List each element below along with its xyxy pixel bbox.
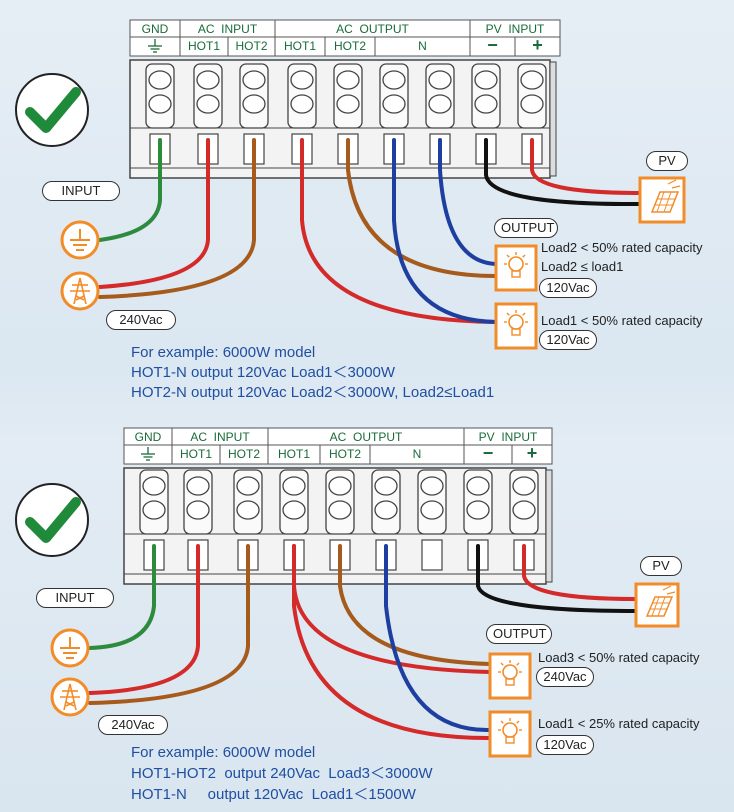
load-b-voltage: 120Vac <box>536 735 594 755</box>
wires <box>98 138 642 324</box>
transmission-tower-icon <box>50 677 90 717</box>
header-n: N <box>412 447 422 461</box>
example-line-3: HOT1-N output 120Vac Load1＜1500W <box>131 786 416 803</box>
header-ac-output: AC OUTPUT <box>336 22 409 36</box>
header-in-hot2: HOT2 <box>235 39 268 53</box>
load-a-voltage: 120Vac <box>539 278 597 298</box>
header-gnd: GND <box>141 22 169 36</box>
header-out-hot1: HOT1 <box>277 447 310 461</box>
voltage-label: 240Vac <box>98 715 168 735</box>
bulb-icon <box>494 244 538 292</box>
header-out-hot1: HOT1 <box>283 39 316 53</box>
load-a-line2: Load2 ≤ load1 <box>541 259 624 274</box>
terminal-header <box>123 427 553 465</box>
input-label: INPUT <box>36 588 114 608</box>
output-label: OUTPUT <box>494 218 558 238</box>
example-line-1: For example: 6000W model <box>131 744 316 761</box>
header-ac-input: AC INPUT <box>190 430 250 444</box>
check-icon <box>15 483 89 557</box>
terminal-block <box>123 467 553 585</box>
header-in-hot2: HOT2 <box>227 447 260 461</box>
diagram-1-graphics <box>15 19 686 350</box>
header-n: N <box>418 39 427 53</box>
header-in-hot1: HOT1 <box>179 447 212 461</box>
bulb-icon <box>488 652 532 700</box>
terminal-header <box>129 19 561 57</box>
bulb-icon <box>488 710 532 758</box>
output-label: OUTPUT <box>486 624 552 644</box>
load-a-line1: Load3 < 50% rated capacity <box>538 650 700 665</box>
header-in-hot1: HOT1 <box>187 39 220 53</box>
header-ground-icon <box>141 447 155 461</box>
example-line-2: HOT1-HOT2 output 240Vac Load3＜3000W <box>131 765 433 782</box>
diagram-2-graphics <box>15 427 680 758</box>
check-icon <box>15 73 89 147</box>
ground-icon <box>50 628 90 668</box>
bulb-icon <box>494 302 538 350</box>
header-ac-output: AC OUTPUT <box>329 430 403 444</box>
pv-label: PV <box>640 556 682 576</box>
transmission-tower-icon <box>60 271 100 311</box>
terminal-screws <box>145 63 547 165</box>
header-minus: − <box>487 35 498 55</box>
wiring-diagram-2: GND AC INPUT AC OUTPUT PV INPUT HOT1 HOT… <box>0 406 734 812</box>
header-plus: + <box>532 35 543 55</box>
header-pv-input: PV INPUT <box>485 22 545 36</box>
ground-icon <box>60 220 100 260</box>
wires <box>88 544 638 741</box>
pv-label: PV <box>646 151 688 171</box>
terminal-block <box>129 59 557 179</box>
header-minus: − <box>482 443 494 463</box>
header-pv-input: PV INPUT <box>478 430 538 444</box>
header-ground-icon <box>148 39 162 53</box>
header-out-hot2: HOT2 <box>333 39 366 53</box>
load-a-line1: Load2 < 50% rated capacity <box>541 240 703 255</box>
solar-panel-icon <box>638 176 686 224</box>
example-line-2: HOT1-N output 120Vac Load1＜3000W <box>131 364 396 381</box>
header-ac-input: AC INPUT <box>197 22 258 36</box>
header-gnd: GND <box>134 430 162 444</box>
header-out-hot2: HOT2 <box>328 447 361 461</box>
example-line-3: HOT2-N output 120Vac Load2＜3000W, Load2≤… <box>131 384 495 401</box>
terminal-screws <box>139 469 539 571</box>
example-line-1: For example: 6000W model <box>131 344 316 361</box>
wiring-diagram-1: GND AC INPUT AC OUTPUT PV INPUT HOT1 HOT… <box>15 19 703 401</box>
load-b-line1: Load1 < 25% rated capacity <box>538 716 700 731</box>
load-a-voltage: 240Vac <box>536 667 594 687</box>
solar-panel-icon <box>634 582 680 628</box>
input-label: INPUT <box>42 181 120 201</box>
load-b-voltage: 120Vac <box>539 330 597 350</box>
load-b-line1: Load1 < 50% rated capacity <box>541 313 703 328</box>
voltage-label: 240Vac <box>106 310 176 330</box>
header-plus: + <box>526 443 538 463</box>
